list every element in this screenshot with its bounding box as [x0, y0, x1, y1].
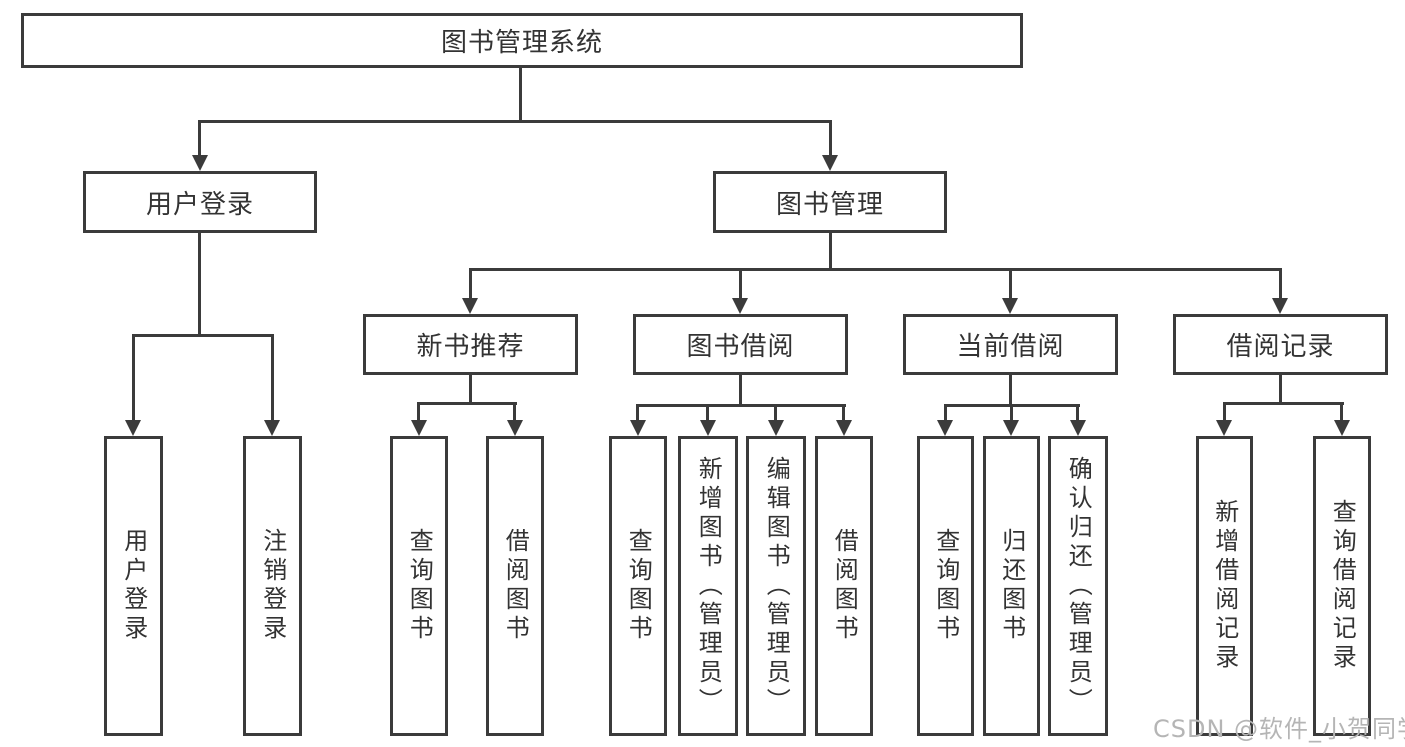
arrow-down-icon	[1003, 420, 1019, 436]
leaf-user-login: 用户登录	[104, 436, 163, 736]
leaf-borrow-books-borrowing: 借阅图书	[815, 436, 873, 736]
node-user-login-label: 用户登录	[145, 189, 254, 220]
connector-line	[469, 268, 1282, 271]
connector-line	[944, 404, 947, 422]
node-borrowing-records-label: 借阅记录	[1226, 332, 1335, 362]
arrow-down-icon	[822, 155, 838, 171]
arrow-down-icon	[732, 298, 748, 314]
node-root: 图书管理系统	[21, 13, 1023, 68]
arrow-down-icon	[462, 298, 478, 314]
leaf-confirm-return-admin: 确认归还（管理员）	[1048, 436, 1108, 736]
leaf-query-books-borrowing-label: 查询图书	[624, 528, 653, 644]
connector-line	[1010, 404, 1013, 422]
connector-line	[1340, 402, 1343, 422]
node-current-borrowing-label: 当前借阅	[956, 332, 1065, 362]
leaf-add-books-admin: 新增图书（管理员）	[678, 436, 738, 736]
connector-line	[271, 334, 274, 422]
connector-line	[198, 233, 201, 336]
connector-line	[132, 334, 135, 422]
connector-line	[417, 402, 420, 422]
arrow-down-icon	[630, 420, 646, 436]
node-borrowing-records: 借阅记录	[1173, 314, 1388, 375]
leaf-return-books-label: 归还图书	[997, 528, 1026, 644]
arrow-down-icon	[937, 420, 953, 436]
connector-line	[1009, 268, 1012, 300]
connector-line	[1279, 375, 1282, 405]
connector-line	[1279, 268, 1282, 300]
leaf-query-books-recommend-label: 查询图书	[405, 528, 434, 644]
connector-line	[842, 404, 845, 422]
arrow-down-icon	[700, 420, 716, 436]
node-book-management-label: 图书管理	[775, 189, 884, 220]
arrow-down-icon	[1002, 298, 1018, 314]
connector-line	[1223, 402, 1226, 422]
leaf-add-books-admin-label: 新增图书（管理员）	[694, 455, 723, 717]
arrow-down-icon	[836, 420, 852, 436]
connector-line	[706, 404, 709, 422]
arrow-down-icon	[1334, 420, 1350, 436]
leaf-query-borrow-record: 查询借阅记录	[1313, 436, 1371, 736]
node-book-management: 图书管理	[713, 171, 947, 233]
leaf-query-books-borrowing: 查询图书	[609, 436, 667, 736]
node-current-borrowing: 当前借阅	[903, 314, 1118, 375]
leaf-query-books-current: 查询图书	[917, 436, 974, 736]
node-root-label: 图书管理系统	[440, 28, 603, 58]
arrow-down-icon	[264, 420, 280, 436]
leaf-user-login-label: 用户登录	[119, 528, 148, 644]
connector-line	[636, 404, 639, 422]
arrow-down-icon	[411, 420, 427, 436]
connector-line	[1223, 402, 1344, 405]
connector-line	[417, 402, 517, 405]
leaf-query-borrow-record-label: 查询借阅记录	[1328, 499, 1357, 673]
leaf-query-books-current-label: 查询图书	[931, 528, 960, 644]
arrow-down-icon	[1272, 298, 1288, 314]
connector-line	[198, 120, 832, 123]
connector-line	[469, 375, 472, 405]
watermark: CSDN @软件_小贺同学	[1153, 715, 1405, 743]
leaf-confirm-return-admin-label: 确认归还（管理员）	[1064, 455, 1093, 717]
connector-line	[132, 334, 274, 337]
arrow-down-icon	[768, 420, 784, 436]
leaf-edit-books-admin: 编辑图书（管理员）	[746, 436, 806, 736]
arrow-down-icon	[1216, 420, 1232, 436]
connector-line	[774, 404, 777, 422]
node-new-book-recommendation-label: 新书推荐	[416, 332, 525, 362]
leaf-logout-label: 注销登录	[258, 528, 287, 644]
connector-line	[1009, 375, 1012, 407]
connector-line	[513, 402, 516, 422]
leaf-borrow-books-borrowing-label: 借阅图书	[830, 528, 859, 644]
connector-line	[469, 268, 472, 300]
leaf-return-books: 归还图书	[983, 436, 1040, 736]
connector-line	[829, 233, 832, 270]
leaf-query-books-recommend: 查询图书	[390, 436, 448, 736]
node-user-login: 用户登录	[83, 171, 317, 233]
connector-line	[829, 120, 832, 157]
connector-line	[739, 375, 742, 407]
arrow-down-icon	[1070, 420, 1086, 436]
node-new-book-recommendation: 新书推荐	[363, 314, 578, 375]
connector-line	[519, 68, 522, 122]
connector-line	[739, 268, 742, 300]
node-book-borrowing: 图书借阅	[633, 314, 848, 375]
node-book-borrowing-label: 图书借阅	[686, 332, 795, 362]
arrow-down-icon	[125, 420, 141, 436]
connector-line	[198, 120, 201, 157]
leaf-add-borrow-record: 新增借阅记录	[1196, 436, 1253, 736]
connector-line	[636, 404, 846, 407]
arrow-down-icon	[507, 420, 523, 436]
connector-line	[1076, 404, 1079, 422]
leaf-edit-books-admin-label: 编辑图书（管理员）	[762, 455, 791, 717]
leaf-logout: 注销登录	[243, 436, 302, 736]
leaf-borrow-books-recommend: 借阅图书	[486, 436, 544, 736]
leaf-add-borrow-record-label: 新增借阅记录	[1210, 499, 1239, 673]
leaf-borrow-books-recommend-label: 借阅图书	[501, 528, 530, 644]
arrow-down-icon	[192, 155, 208, 171]
